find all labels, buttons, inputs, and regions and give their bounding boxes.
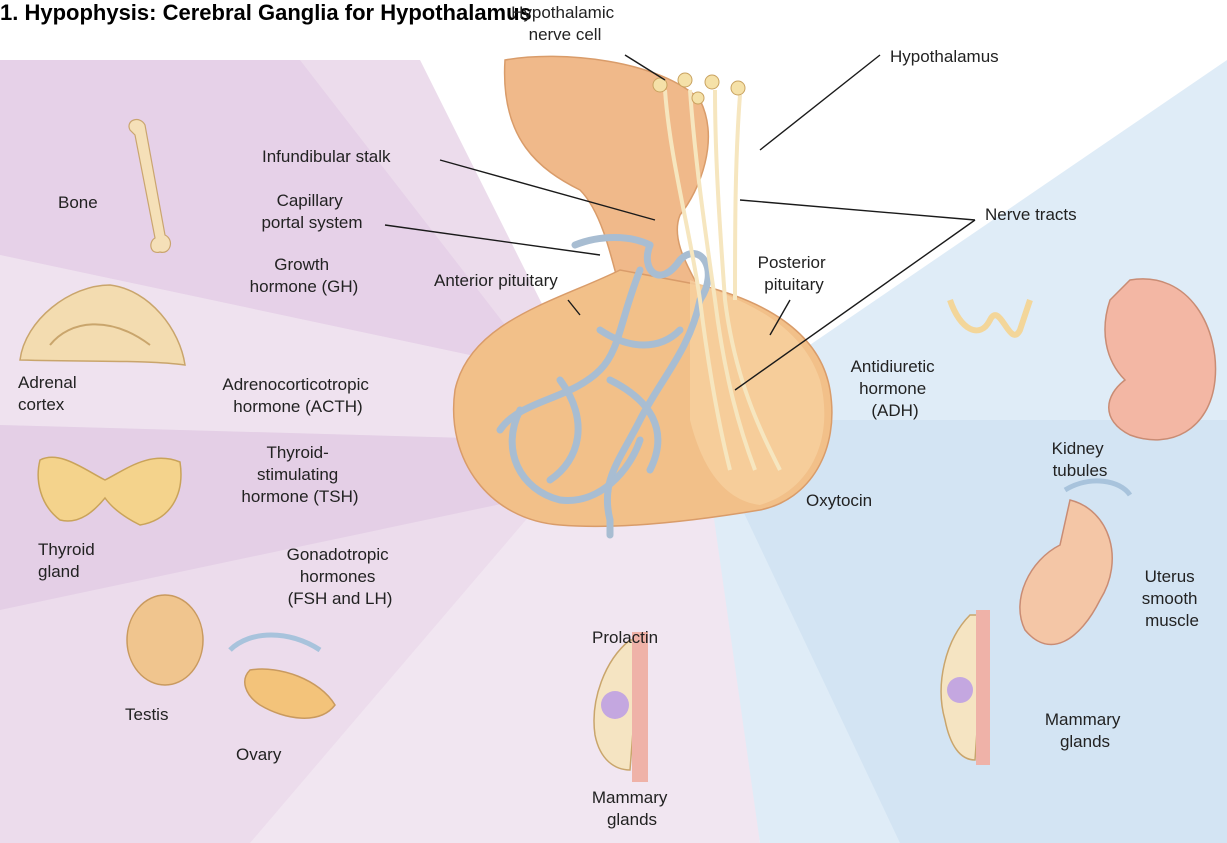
- label-line: Adrenal: [18, 373, 77, 392]
- label-line: Posterior: [758, 253, 826, 272]
- label-anterior-pituitary: Anterior pituitary: [434, 271, 558, 290]
- label-gonadotropic-hormones: Gonadotropic hormones (FSH and LH): [287, 545, 394, 608]
- label-line: hormone: [859, 379, 926, 398]
- label-ovary: Ovary: [236, 745, 282, 764]
- label-line: Mammary: [592, 788, 668, 807]
- label-line: Gonadotropic: [287, 545, 390, 564]
- label-line: hormone (GH): [250, 277, 359, 296]
- label-line: Antidiuretic: [851, 357, 936, 376]
- label-line: portal system: [261, 213, 362, 232]
- gland-lobules-right: [947, 677, 973, 703]
- label-line: Kidney: [1052, 439, 1104, 458]
- label-line: hormones: [300, 567, 376, 586]
- label-uterus-smooth-muscle: Uterus smooth muscle: [1142, 567, 1202, 630]
- label-line: Growth: [274, 255, 329, 274]
- label-line: hormone (TSH): [241, 487, 358, 506]
- label-testis: Testis: [125, 705, 168, 724]
- label-infundibular-stalk: Infundibular stalk: [262, 147, 391, 166]
- gland-lobules-center: [601, 691, 629, 719]
- chest-wall-right: [976, 610, 990, 765]
- label-line: tubules: [1053, 461, 1108, 480]
- label-nerve-tracts: Nerve tracts: [985, 205, 1077, 224]
- chest-wall-center: [632, 632, 648, 782]
- label-line: cortex: [18, 395, 65, 414]
- label-line: glands: [607, 810, 657, 829]
- label-line: smooth: [1142, 589, 1198, 608]
- label-line: Mammary: [1045, 710, 1121, 729]
- label-line: Hypothalamic: [511, 3, 614, 22]
- label-line: (FSH and LH): [288, 589, 393, 608]
- label-bone: Bone: [58, 193, 98, 212]
- label-line: glands: [1060, 732, 1110, 751]
- label-line: (ADH): [871, 401, 918, 420]
- label-line: hormone (ACTH): [233, 397, 362, 416]
- label-line: Thyroid: [38, 540, 95, 559]
- label-line: gland: [38, 562, 80, 581]
- testis-illustration: [127, 595, 203, 685]
- label-line: Uterus: [1145, 567, 1195, 586]
- label-line: stimulating: [257, 465, 338, 484]
- label-hypothalamus: Hypothalamus: [890, 47, 999, 66]
- page-heading: 1. Hypophysis: Cerebral Ganglia for Hypo…: [0, 0, 532, 25]
- label-line: Thyroid-: [266, 443, 328, 462]
- label-line: pituitary: [764, 275, 824, 294]
- label-prolactin: Prolactin: [592, 628, 658, 647]
- label-line: nerve cell: [529, 25, 602, 44]
- label-line: muscle: [1145, 611, 1199, 630]
- label-line: Adrenocorticotropic: [222, 375, 369, 394]
- label-oxytocin: Oxytocin: [806, 491, 872, 510]
- label-line: Capillary: [277, 191, 344, 210]
